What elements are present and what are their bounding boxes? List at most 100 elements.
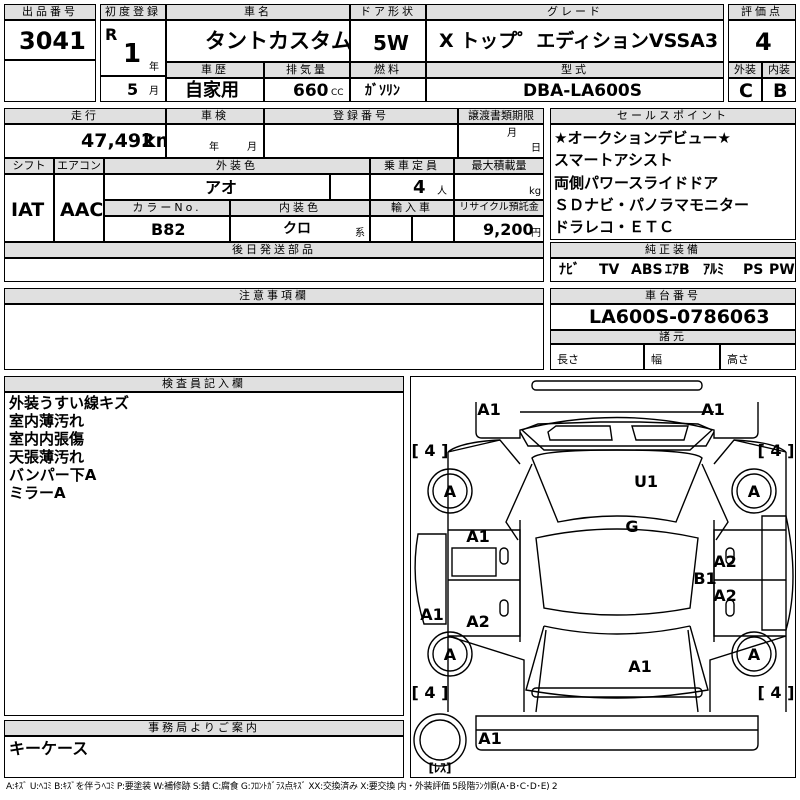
registration-number-label: 登録番号	[264, 108, 458, 124]
interior-grade: B	[773, 80, 788, 102]
inspector-note: 室内内張傷	[9, 430, 85, 448]
shift-cell: IAT	[4, 174, 54, 242]
score-cell: 4	[728, 20, 796, 62]
transfer-deadline-label: 譲渡書類期限	[458, 108, 544, 124]
lot-number: 3041	[19, 27, 86, 55]
inspection-label: 車検	[166, 108, 264, 124]
spec-height-cell: 高さ	[720, 344, 796, 370]
registration-year: 1	[123, 39, 142, 69]
first-registration-label: 初度登録	[100, 4, 166, 20]
equipment-item: ｱﾙﾐ	[703, 262, 724, 278]
inspector-note: ミラーA	[9, 484, 66, 502]
car-diagram	[410, 376, 796, 778]
equipment-item: PW	[769, 262, 795, 278]
notes-label: 注意事項欄	[4, 288, 544, 304]
door-label: ドア形状	[350, 4, 426, 20]
max-load-cell: kg	[454, 174, 544, 200]
fuel-label: 燃料	[350, 62, 426, 78]
transfer-day-unit: 日	[531, 143, 541, 154]
spec-length-cell: 長さ	[550, 344, 644, 370]
inspection-year-unit: 年	[209, 142, 219, 153]
exterior-cell: C	[728, 78, 762, 102]
import-label: 輸入車	[370, 200, 454, 216]
registration-month-cell: 5 月	[100, 76, 166, 102]
equipment-item: ﾅﾋﾞ	[559, 262, 580, 278]
equipment-item: ABS	[631, 262, 663, 278]
inspector-note: 室内薄汚れ	[9, 412, 85, 430]
displacement-unit: CC	[331, 88, 344, 98]
sales-points-label: セールスポイント	[550, 108, 796, 124]
sales-point-item: ＳＤナビ・パノラマモニター	[554, 196, 750, 214]
car-name-cell: タントカスタム	[166, 20, 352, 62]
interior-color: クロ	[283, 221, 311, 237]
interior-color-cell: クロ 系	[230, 216, 370, 242]
body-color: アオ	[205, 178, 238, 197]
sales-points-cell: ★オークションデビュー★ スマートアシスト 両側パワースライドドア ＳＤナビ・パ…	[550, 124, 796, 240]
first-registration-cell: R 1 年	[100, 20, 166, 76]
grade: X トップ゜エディションVSSA3	[439, 30, 719, 52]
inspector-label: 検査員記入欄	[4, 376, 404, 392]
body-color-cell: アオ	[104, 174, 330, 200]
history-cell: 自家用	[166, 78, 264, 102]
later-parts-label: 後日発送部品	[4, 242, 544, 258]
equipment-item: ｴｱB	[665, 262, 690, 278]
interior-cell: B	[762, 78, 796, 102]
recycle-fee: 9,200	[483, 220, 534, 239]
fuel-cell: ｶﾞｿﾘﾝ	[350, 78, 426, 102]
import-cell	[370, 216, 412, 242]
interior-color-label: 内装色	[230, 200, 370, 216]
equipment-item: PS	[743, 262, 764, 278]
mileage-label: 走行	[4, 108, 166, 124]
spec-label: 諸元	[550, 330, 796, 344]
sales-point-item: ドラレコ・ＥＴＣ	[554, 218, 675, 236]
shift: IAT	[11, 199, 45, 221]
score-label: 評価点	[728, 4, 796, 20]
car-name: タントカスタム	[205, 29, 352, 53]
model: DBA-LA600S	[523, 81, 642, 101]
sales-point-item: スマートアシスト	[554, 151, 673, 169]
inspector-note: バンパー下A	[9, 466, 97, 484]
spec-width-cell: 幅	[644, 344, 720, 370]
height-label: 高さ	[727, 353, 749, 366]
transfer-month-unit: 月	[507, 128, 517, 139]
import-cell-2	[412, 216, 454, 242]
registration-number-cell	[264, 124, 458, 158]
exterior-grade: C	[739, 80, 753, 102]
history: 自家用	[185, 80, 239, 101]
width-label: 幅	[651, 353, 662, 366]
displacement-label: 排気量	[264, 62, 350, 78]
office-label: 事務局よりご案内	[4, 720, 404, 736]
aircon-label: エアコン	[54, 158, 104, 174]
year-unit: 年	[149, 62, 159, 73]
interior-label: 内装	[762, 62, 796, 78]
capacity: 4	[413, 177, 426, 198]
registration-month: 5	[127, 80, 139, 99]
body-color-label: 外装色	[104, 158, 370, 174]
grade-cell: X トップ゜エディションVSSA3	[426, 20, 724, 62]
inspector-note: 天張薄汚れ	[9, 448, 85, 466]
sales-point-item: ★オークションデビュー★	[554, 129, 731, 147]
transfer-deadline-cell: 月 日	[458, 124, 544, 158]
lot-number-label: 出品番号	[4, 4, 96, 20]
displacement-cell: 660 CC	[264, 78, 350, 102]
capacity-label: 乗車定員	[370, 158, 454, 174]
model-cell: DBA-LA600S	[426, 78, 724, 102]
aircon: AAC	[60, 199, 104, 221]
inspector-note: 外装うすい線キズ	[9, 394, 130, 412]
color-number-cell: B82	[104, 216, 230, 242]
car-name-label: 車名	[166, 4, 350, 20]
length-label: 長さ	[557, 353, 579, 366]
chassis-number: LA600S-0786063	[589, 306, 770, 328]
recycle-cell: 9,200 円	[454, 216, 544, 242]
door: 5W	[373, 31, 409, 55]
chassis-cell: LA600S-0786063	[550, 304, 796, 330]
color-number-label: カラーNo.	[104, 200, 230, 216]
equipment-item: TV	[599, 262, 620, 278]
score: 4	[755, 28, 772, 56]
max-load-label: 最大積載量	[454, 158, 544, 174]
notes-cell	[4, 304, 544, 370]
model-label: 型式	[426, 62, 724, 78]
lot-number-cell: 3041	[4, 20, 96, 60]
inspection-cell: 年 月	[166, 124, 264, 158]
displacement: 660	[293, 81, 329, 101]
